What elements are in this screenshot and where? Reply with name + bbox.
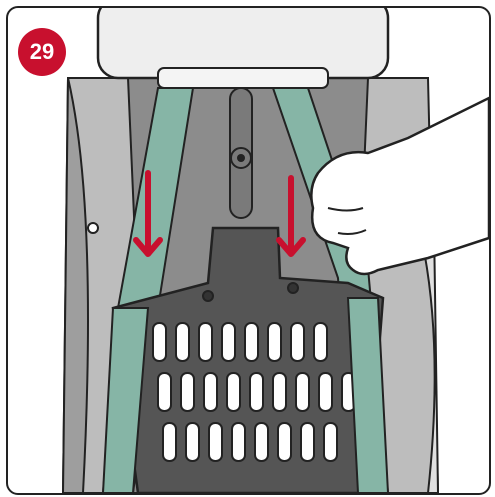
instruction-frame: 29 — [6, 6, 491, 495]
car-seat-illustration — [8, 8, 489, 493]
screw-left — [88, 223, 98, 233]
headrest-base — [158, 68, 328, 88]
step-number-badge: 29 — [18, 28, 66, 76]
